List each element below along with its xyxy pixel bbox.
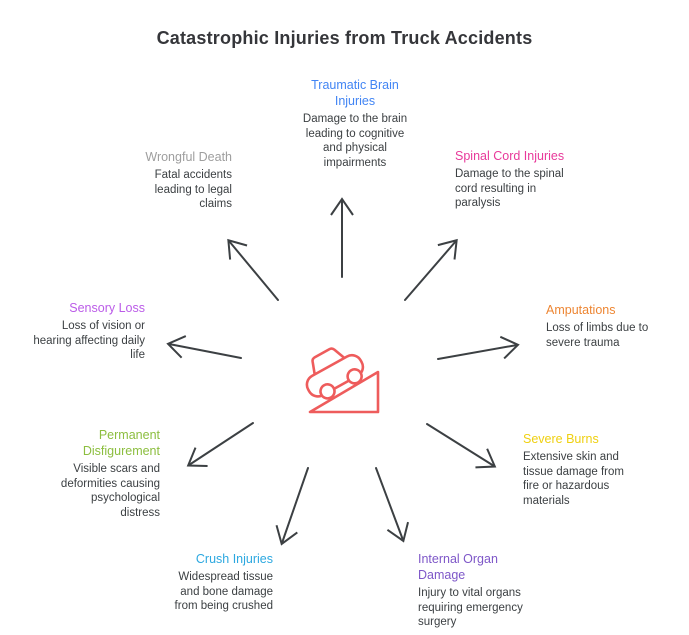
node-description: Widespread tissue and bone damage from b… xyxy=(174,571,273,613)
car-shape xyxy=(305,347,365,400)
node-description: Injury to vital organs requiring emergen… xyxy=(418,587,523,629)
arrow-group xyxy=(166,197,520,546)
node-description: Extensive skin and tissue damage from fi… xyxy=(523,451,624,507)
node-permanent-disfigurement: Permanent Disfigurement Visible scars an… xyxy=(48,427,160,520)
node-sensory-loss: Sensory Loss Loss of vision or hearing a… xyxy=(11,300,145,363)
node-wrongful-death: Wrongful Death Fatal accidents leading t… xyxy=(135,149,232,212)
arrow-amputations xyxy=(437,335,520,360)
arrow-permanent-disfigurement xyxy=(186,422,254,467)
node-label: Crush Injuries xyxy=(195,552,273,566)
node-description: Damage to the spinal cord resulting in p… xyxy=(455,168,564,210)
arrow-wrongful-death xyxy=(227,238,279,301)
node-label: Severe Burns xyxy=(523,432,599,446)
node-spinal-cord-injuries: Spinal Cord Injuries Damage to the spina… xyxy=(455,148,575,211)
node-label: Amputations xyxy=(546,303,616,317)
node-traumatic-brain-injuries: Traumatic Brain Injuries Damage to the b… xyxy=(296,77,414,170)
arrow-internal-organ-damage xyxy=(375,467,410,543)
node-description: Loss of vision or hearing affecting dail… xyxy=(33,320,145,362)
node-label: Traumatic Brain Injuries xyxy=(311,78,399,108)
arrow-spinal-cord-injuries xyxy=(404,238,458,301)
page-title: Catastrophic Injuries from Truck Acciden… xyxy=(156,28,533,48)
node-severe-burns: Severe Burns Extensive skin and tissue d… xyxy=(523,431,633,508)
car-on-slope-icon xyxy=(305,347,380,414)
node-label: Permanent Disfigurement xyxy=(82,428,160,458)
node-label: Spinal Cord Injuries xyxy=(455,149,565,163)
slope-triangle xyxy=(308,370,380,414)
node-label: Wrongful Death xyxy=(145,150,232,164)
node-internal-organ-damage: Internal Organ Damage Injury to vital or… xyxy=(418,551,544,630)
node-crush-injuries: Crush Injuries Widespread tissue and bon… xyxy=(165,551,273,614)
node-description: Damage to the brain leading to cognitive… xyxy=(302,113,408,169)
node-label: Internal Organ Damage xyxy=(418,552,498,582)
arrow-crush-injuries xyxy=(275,467,309,546)
node-amputations: Amputations Loss of limbs due to severe … xyxy=(546,302,666,350)
node-description: Visible scars and deformities causing ps… xyxy=(60,463,160,519)
node-description: Fatal accidents leading to legal claims xyxy=(154,169,232,211)
arrow-severe-burns xyxy=(426,423,497,469)
node-label: Sensory Loss xyxy=(69,301,145,315)
arrow-sensory-loss xyxy=(166,335,242,359)
node-description: Loss of limbs due to severe trauma xyxy=(546,322,649,349)
